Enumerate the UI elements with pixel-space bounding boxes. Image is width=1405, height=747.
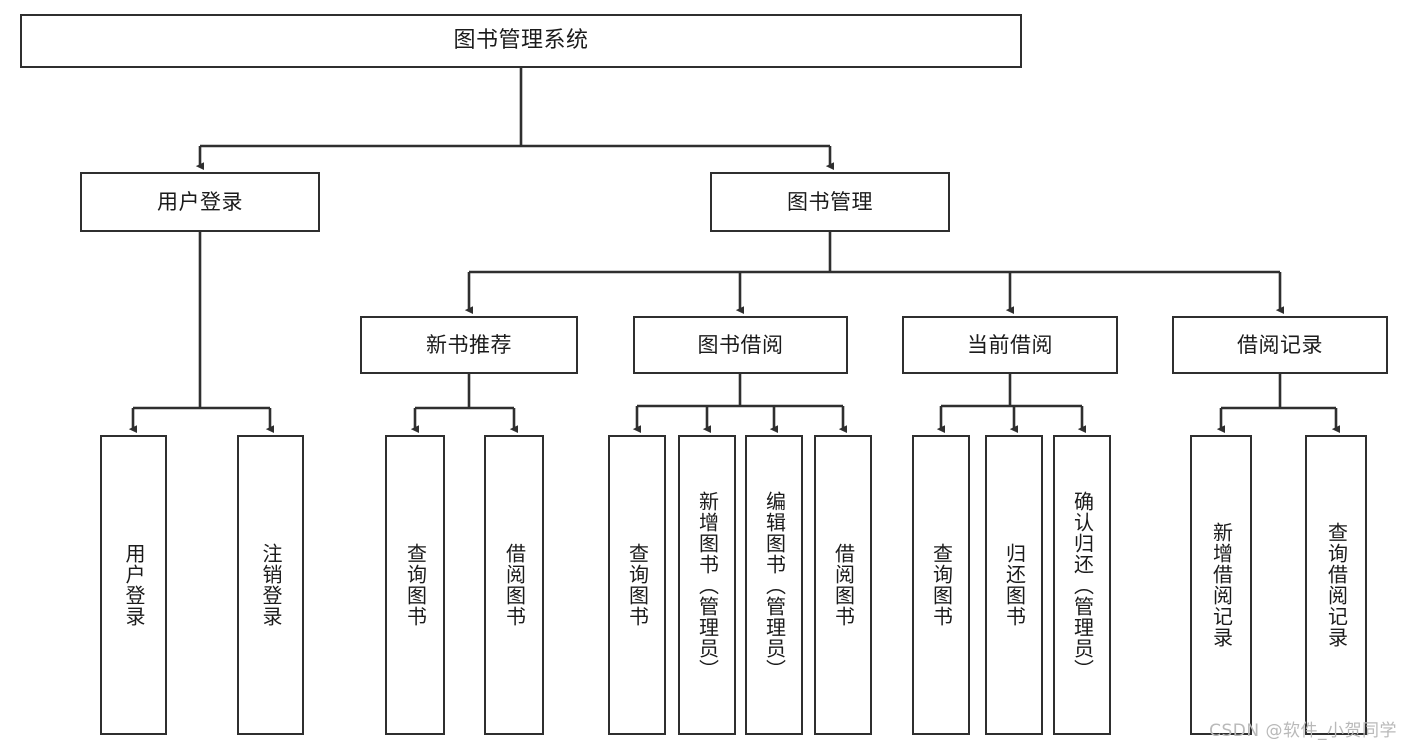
node-leaf-record-search-label: 查询借阅记录 <box>1324 522 1349 648</box>
node-leaf-cur-query[interactable]: 查询图书 <box>912 435 970 735</box>
node-leaf-borrow-query-label: 查询图书 <box>625 543 650 627</box>
node-leaf-record-search[interactable]: 查询借阅记录 <box>1305 435 1367 735</box>
node-borrow-record-label: 借阅记录 <box>1237 332 1323 357</box>
node-leaf-cur-query-label: 查询图书 <box>929 543 954 627</box>
node-current-borrow-label: 当前借阅 <box>967 332 1053 357</box>
node-new-book-rec-label: 新书推荐 <box>426 332 512 357</box>
node-user-login-label: 用户登录 <box>157 189 243 214</box>
node-leaf-borrow-query[interactable]: 查询图书 <box>608 435 666 735</box>
node-leaf-rec-borrow-label: 借阅图书 <box>502 543 527 627</box>
node-book-manage[interactable]: 图书管理 <box>710 172 950 232</box>
node-leaf-cur-return[interactable]: 归还图书 <box>985 435 1043 735</box>
node-book-borrow-label: 图书借阅 <box>697 332 784 357</box>
node-root[interactable]: 图书管理系统 <box>20 14 1022 68</box>
node-user-login[interactable]: 用户登录 <box>80 172 320 232</box>
csdn-watermark: CSDN @软件_小贺同学 <box>1209 721 1397 741</box>
node-leaf-rec-query[interactable]: 查询图书 <box>385 435 445 735</box>
node-leaf-cur-return-label: 归还图书 <box>1002 543 1027 627</box>
node-leaf-user-login-label: 用户登录 <box>122 543 146 627</box>
node-leaf-borrow-lend-label: 借阅图书 <box>831 543 856 627</box>
node-new-book-rec[interactable]: 新书推荐 <box>360 316 578 374</box>
node-leaf-borrow-edit[interactable]: 编辑图书（管理员） <box>745 435 803 735</box>
node-leaf-user-logout-label: 注销登录 <box>259 543 283 627</box>
node-leaf-rec-query-label: 查询图书 <box>403 543 428 627</box>
node-leaf-record-add[interactable]: 新增借阅记录 <box>1190 435 1252 735</box>
node-book-borrow[interactable]: 图书借阅 <box>633 316 848 374</box>
node-leaf-user-logout[interactable]: 注销登录 <box>237 435 304 735</box>
node-book-manage-label: 图书管理 <box>787 189 873 214</box>
node-leaf-record-add-label: 新增借阅记录 <box>1209 522 1234 648</box>
node-leaf-borrow-add[interactable]: 新增图书（管理员） <box>678 435 736 735</box>
node-current-borrow[interactable]: 当前借阅 <box>902 316 1118 374</box>
node-leaf-user-login[interactable]: 用户登录 <box>100 435 167 735</box>
node-borrow-record[interactable]: 借阅记录 <box>1172 316 1388 374</box>
node-leaf-borrow-lend[interactable]: 借阅图书 <box>814 435 872 735</box>
node-leaf-rec-borrow[interactable]: 借阅图书 <box>484 435 544 735</box>
node-leaf-cur-confirm-label: 确认归还（管理员） <box>1070 490 1095 680</box>
node-leaf-borrow-edit-label: 编辑图书（管理员） <box>762 490 787 680</box>
node-leaf-cur-confirm[interactable]: 确认归还（管理员） <box>1053 435 1111 735</box>
node-leaf-borrow-add-label: 新增图书（管理员） <box>695 490 720 680</box>
node-root-label: 图书管理系统 <box>453 28 589 54</box>
